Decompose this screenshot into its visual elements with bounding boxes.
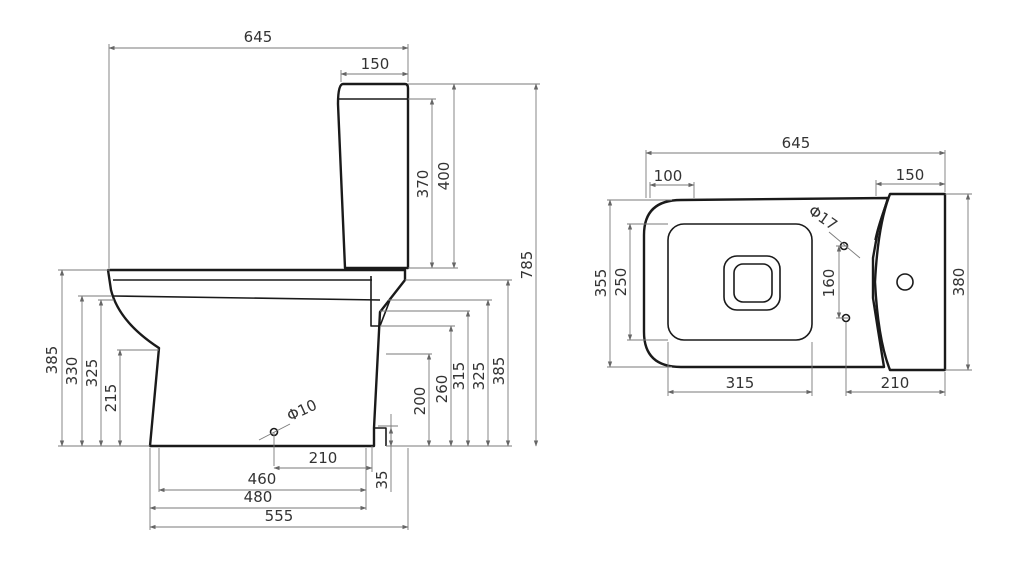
dim-150-top: 150 [896, 166, 925, 184]
dim-380: 380 [950, 268, 968, 297]
dim-400: 400 [435, 162, 453, 191]
dim-150-side: 150 [361, 55, 390, 73]
dim-200: 200 [411, 387, 429, 416]
dim-785: 785 [518, 251, 536, 280]
side-view: 645 150 370 400 785 385 330 325 215 200 … [43, 28, 540, 530]
bowl-connector [370, 276, 391, 327]
dim-phi10: Φ10 [284, 396, 320, 425]
dim-355: 355 [592, 269, 610, 298]
dim-325-right: 325 [470, 362, 488, 391]
dim-210-side: 210 [309, 449, 338, 467]
bowl-seat-line [112, 295, 381, 301]
dim-385-left: 385 [43, 346, 61, 375]
top-tank-outline [873, 192, 947, 372]
cistern-outline [336, 82, 410, 270]
dim-480: 480 [244, 488, 273, 506]
top-bowl-outline [642, 196, 890, 369]
dim-100: 100 [654, 167, 683, 185]
dim-315-top: 315 [726, 374, 755, 392]
drain-opening [723, 255, 781, 311]
dim-645-top: 645 [782, 134, 811, 152]
seat-opening [667, 223, 813, 341]
dim-370: 370 [414, 170, 432, 199]
dim-35: 35 [373, 470, 391, 489]
dim-160: 160 [820, 269, 838, 298]
dim-555: 555 [265, 507, 294, 525]
dim-385-right: 385 [490, 357, 508, 386]
dim-phi17: Φ17 [805, 202, 841, 234]
dim-330: 330 [63, 357, 81, 386]
dim-315-right: 315 [450, 362, 468, 391]
dim-250: 250 [612, 268, 630, 297]
dim-325-left: 325 [83, 359, 101, 388]
top-view: Φ17 645 100 150 355 250 160 380 315 210 [592, 134, 972, 396]
dim-645-side: 645 [244, 28, 273, 46]
tank-button-icon [896, 273, 914, 291]
dim-210-top: 210 [881, 374, 910, 392]
drain-inner [733, 263, 773, 303]
base-foot-step [374, 427, 387, 446]
dim-215: 215 [102, 384, 120, 413]
dim-260: 260 [433, 375, 451, 404]
bowl-outline [106, 268, 407, 448]
dim-460: 460 [248, 470, 277, 488]
